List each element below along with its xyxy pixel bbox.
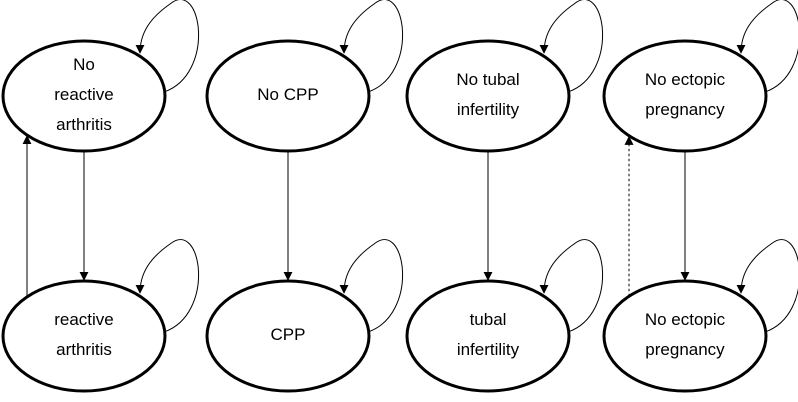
state-label: CPP xyxy=(271,325,306,344)
state-node-reactive-arthritis: reactive arthritis xyxy=(1,279,167,393)
state-ellipse xyxy=(1,39,167,153)
state-label-line: No tubal xyxy=(456,70,519,89)
state-node-no-tubal-infertility: No tubal infertility xyxy=(405,39,571,153)
state-label-line: No ectopic xyxy=(645,310,726,329)
state-label-line: No ectopic xyxy=(645,70,726,89)
self-loop-arrow-no-reactive-arthritis xyxy=(135,0,199,93)
state-label-line: infertility xyxy=(457,340,520,359)
state-ellipse xyxy=(205,279,371,393)
state-label-line: reactive xyxy=(54,310,114,329)
state-label-line: arthritis xyxy=(56,340,112,359)
state-label: reactive arthritis xyxy=(54,310,114,359)
state-ellipse xyxy=(1,279,167,393)
state-label: No ectopic pregnancy xyxy=(645,310,726,359)
transitions-layer xyxy=(22,0,798,333)
state-label-line: pregnancy xyxy=(645,100,725,119)
self-loop-arrow-no-ectopic-pregnancy-bottom xyxy=(736,239,798,333)
state-label: tubal infertility xyxy=(457,310,520,359)
state-label-line: CPP xyxy=(271,325,306,344)
state-node-no-reactive-arthritis: No reactive arthritis xyxy=(1,39,167,153)
self-loop-arrow-no-tubal-infertility xyxy=(539,0,603,93)
state-label-line: No CPP xyxy=(257,85,318,104)
state-ellipse xyxy=(205,39,371,153)
state-label: No CPP xyxy=(257,85,318,104)
state-node-no-ectopic-pregnancy-top: No ectopic pregnancy xyxy=(602,39,768,153)
state-label-line: arthritis xyxy=(56,115,112,134)
state-label-line: reactive xyxy=(54,85,114,104)
state-label: No ectopic pregnancy xyxy=(645,70,726,119)
state-label-line: pregnancy xyxy=(645,340,725,359)
state-label: No reactive arthritis xyxy=(54,55,114,134)
state-ellipse xyxy=(602,39,768,153)
state-label-line: infertility xyxy=(457,100,520,119)
self-loop-arrow-no-cpp xyxy=(339,0,403,93)
states-layer: No reactive arthritis reactive arthritis No C… xyxy=(1,39,768,393)
state-ellipse xyxy=(602,279,768,393)
state-label-line: No xyxy=(73,55,95,74)
state-label: No tubal infertility xyxy=(456,70,519,119)
self-loop-arrow-tubal-infertility xyxy=(539,239,603,333)
self-loop-arrow-reactive-arthritis xyxy=(135,239,199,333)
state-node-no-ectopic-pregnancy-bottom: No ectopic pregnancy xyxy=(602,279,768,393)
state-ellipse xyxy=(405,39,571,153)
state-node-cpp: CPP xyxy=(205,279,371,393)
self-loop-arrow-no-ectopic-pregnancy-top xyxy=(736,0,798,93)
state-node-no-cpp: No CPP xyxy=(205,39,371,153)
state-node-tubal-infertility: tubal infertility xyxy=(405,279,571,393)
state-ellipse xyxy=(405,279,571,393)
state-label-line: tubal xyxy=(470,310,507,329)
self-loop-arrow-cpp xyxy=(339,239,403,333)
